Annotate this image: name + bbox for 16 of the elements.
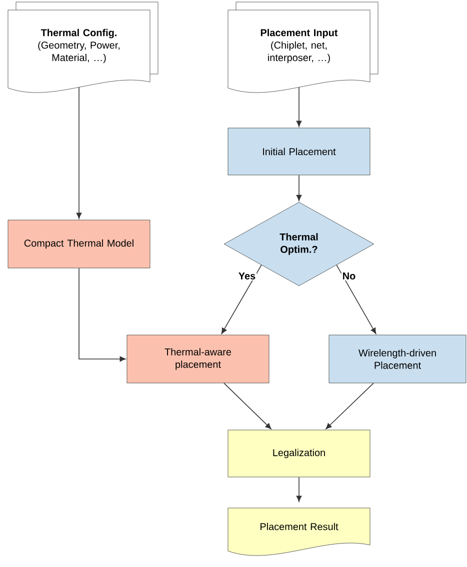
arrow — [336, 264, 376, 334]
arrow — [224, 382, 272, 430]
process-box: Initial Placement — [228, 128, 370, 176]
arrow — [76, 86, 82, 219]
arrow — [296, 174, 302, 201]
process-box: Thermal-aware placement — [126, 334, 270, 384]
arrow — [326, 382, 374, 430]
arrow — [78, 268, 126, 362]
arrow — [221, 264, 262, 334]
process-box: Wirelength-driven Placement — [328, 334, 466, 384]
edge-label: No — [341, 272, 357, 280]
arrow — [296, 476, 302, 502]
process-box: Compact Thermal Model — [8, 220, 150, 268]
edge-label: Yes — [237, 272, 257, 280]
arrow — [296, 86, 302, 127]
process-box: Legalization — [228, 430, 370, 478]
